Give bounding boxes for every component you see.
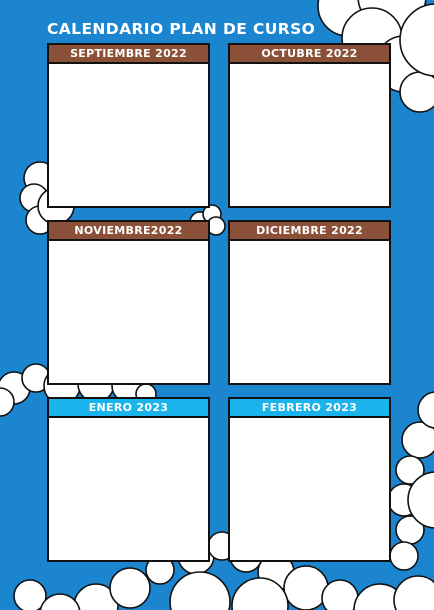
month-notes-area[interactable] xyxy=(49,418,208,560)
month-card-septiembre: SEPTIEMBRE 2022 xyxy=(47,43,210,208)
cloud-bottom xyxy=(13,531,434,610)
month-card-febrero: FEBRERO 2023 xyxy=(228,397,391,562)
month-card-octubre: OCTUBRE 2022 xyxy=(228,43,391,208)
cloud-right xyxy=(387,391,434,571)
month-header: ENERO 2023 xyxy=(47,397,210,418)
month-header: SEPTIEMBRE 2022 xyxy=(47,43,210,64)
month-notes-area[interactable] xyxy=(230,241,389,383)
month-card-enero: ENERO 2023 xyxy=(47,397,210,562)
month-header: NOVIEMBRE2022 xyxy=(47,220,210,241)
month-notes-area[interactable] xyxy=(49,64,208,206)
month-header: FEBRERO 2023 xyxy=(228,397,391,418)
month-header: OCTUBRE 2022 xyxy=(228,43,391,64)
month-card-diciembre: DICIEMBRE 2022 xyxy=(228,220,391,385)
month-header: DICIEMBRE 2022 xyxy=(228,220,391,241)
month-notes-area[interactable] xyxy=(230,418,389,560)
month-card-noviembre: NOVIEMBRE2022 xyxy=(47,220,210,385)
page-title: CALENDARIO PLAN DE CURSO xyxy=(47,20,316,38)
month-notes-area[interactable] xyxy=(230,64,389,206)
month-notes-area[interactable] xyxy=(49,241,208,383)
